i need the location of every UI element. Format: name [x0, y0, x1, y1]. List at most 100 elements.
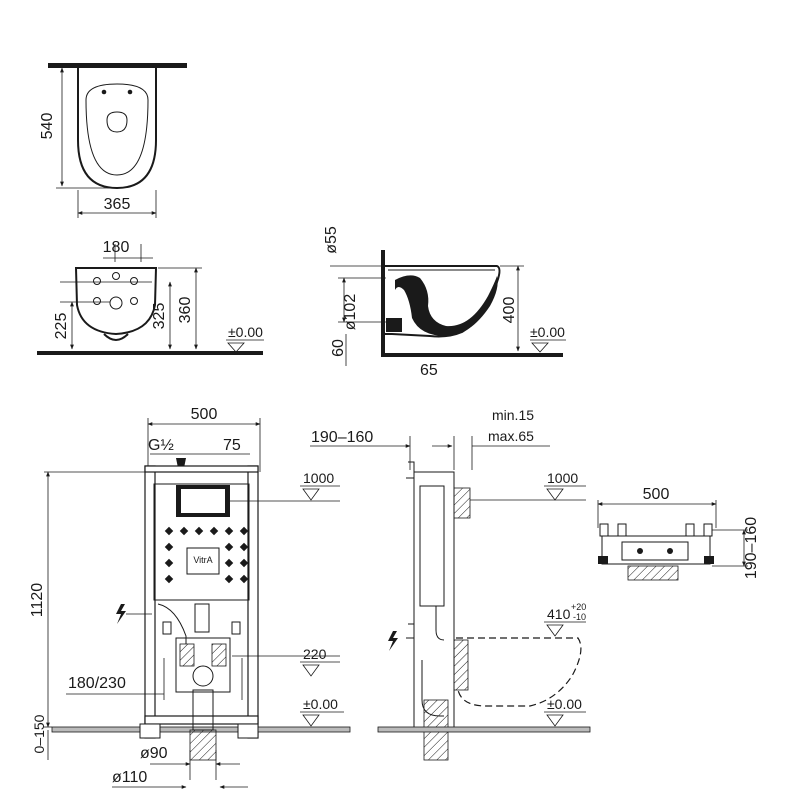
- min-label: min.15: [492, 407, 534, 423]
- top-view-depth-label: 540: [39, 113, 56, 140]
- front-view: 180 225 325 360 ±0.00: [37, 239, 264, 355]
- frame-foot-right: [237, 723, 259, 739]
- frame-side-drain-box: [453, 639, 469, 691]
- frame-floor-label: ±0.00: [303, 696, 338, 712]
- front-view-hole-b: [130, 277, 138, 285]
- side-view-offset-label: 65: [420, 362, 438, 379]
- front-view-floor: [37, 351, 263, 355]
- seat-height-plus: +20: [571, 602, 586, 612]
- fixing-width-label: 180/230: [68, 675, 126, 692]
- floor-level-marker: [227, 342, 245, 353]
- flush-plate-inner: [181, 489, 225, 513]
- front-view-hole-e: [93, 297, 101, 305]
- cistern-brand: VitrA: [193, 555, 212, 565]
- side-view-trapway: [395, 275, 498, 336]
- frame-side-electric-icon: [388, 631, 398, 651]
- cistern-body: [153, 483, 250, 601]
- front-view-hole-f: [130, 297, 138, 305]
- bracket-width-label: 500: [643, 486, 670, 503]
- dia110-label: ø110: [112, 769, 147, 786]
- cistern-rib: [224, 526, 234, 536]
- side-view-wall: [381, 250, 385, 356]
- cistern-rib: [164, 542, 174, 552]
- flush-height-marker: [302, 488, 320, 501]
- seat-height-marker: [546, 624, 564, 637]
- flush-plate-box: [453, 487, 471, 519]
- frame-side-cistern: [419, 485, 445, 607]
- front-view-bowl-foot: [103, 333, 129, 341]
- frame-top-rail: [144, 465, 259, 473]
- bracket-post-3: [685, 523, 695, 537]
- front-view-hole-d: [109, 296, 123, 310]
- frame-bottom-rail: [144, 715, 259, 725]
- cistern-rib: [239, 526, 249, 536]
- side-view-floor-label: ±0.00: [530, 324, 565, 340]
- bracket-body: [601, 535, 711, 565]
- cistern-rib: [179, 526, 189, 536]
- seat-height-base: 410: [547, 606, 571, 622]
- bracket-hole-left: [637, 548, 643, 554]
- drain-outlet: [192, 665, 214, 687]
- drain-height-label: 220: [303, 646, 327, 662]
- bracket-view: 500 190–160: [597, 486, 760, 581]
- cistern-service-window: [186, 547, 220, 575]
- cistern-rib: [224, 574, 234, 584]
- frame-side-view: 190–160 min.15 max.65 1000 410 +20 -10 ±…: [310, 407, 591, 761]
- top-view: 540 365: [39, 63, 187, 218]
- frame-side-top-bracket: [406, 461, 415, 479]
- front-view-lower-label: 225: [53, 313, 70, 340]
- cistern-rib: [239, 558, 249, 568]
- top-view-fixing-hole-right: [127, 89, 133, 95]
- wall-range-label: 190–160: [311, 429, 373, 446]
- drain-grill-left: [179, 643, 195, 667]
- dia90-label: ø90: [140, 745, 168, 762]
- connector-block: [194, 603, 210, 633]
- front-view-hole-c: [112, 272, 120, 280]
- cistern-rib: [164, 558, 174, 568]
- bracket-post-2: [617, 523, 627, 537]
- support-bracket-left: [162, 621, 172, 635]
- top-view-fixing-hole-left: [101, 89, 107, 95]
- toilet-outline-dashed: [456, 637, 582, 707]
- cistern-rib: [194, 526, 204, 536]
- cistern-rib: [164, 574, 174, 584]
- side-flush-height-label: 1000: [547, 470, 578, 486]
- front-view-center-label: 180: [103, 239, 130, 256]
- side-view-height-label: 400: [501, 297, 518, 324]
- frame-foot-left: [139, 723, 161, 739]
- flush-plate-height-label: 1000: [303, 470, 334, 486]
- bracket-hole-right: [667, 548, 673, 554]
- cistern-rib: [239, 542, 249, 552]
- side-view-outlet-label: ø102: [342, 294, 359, 331]
- frame-front-view: 500 G½ 75 VitrA 1000: [29, 406, 351, 789]
- frame-width-label: 500: [191, 406, 218, 423]
- flush-pipe: [157, 603, 187, 644]
- front-view-upper-label: 325: [151, 303, 168, 330]
- bracket-post-1: [599, 523, 609, 537]
- drain-grill-right: [211, 643, 227, 667]
- bracket-foot-left: [598, 556, 608, 564]
- water-inlet-label: G½: [148, 437, 174, 454]
- side-view-floor: [381, 353, 563, 357]
- drain-pipe-lower: [189, 729, 217, 761]
- side-floor-level-marker: [546, 714, 564, 727]
- bracket-grill: [627, 565, 679, 581]
- side-view-bottom-label: 60: [330, 339, 347, 357]
- seat-height-minus: -10: [573, 612, 586, 622]
- max-label: max.65: [488, 428, 534, 444]
- electric-icon: [116, 604, 126, 624]
- side-view-inlet-label: ø55: [323, 226, 340, 254]
- frame-side-pipe: [435, 606, 445, 641]
- side-floor-level-label: ±0.00: [547, 696, 582, 712]
- bracket-range-label: 190–160: [743, 517, 760, 579]
- inlet-offset-label: 75: [223, 437, 241, 454]
- top-view-bowl-outline: [77, 68, 157, 190]
- cistern-rib: [239, 574, 249, 584]
- drain-housing: [175, 637, 231, 693]
- top-view-width-label: 365: [104, 196, 131, 213]
- side-view: ø55 ø102 60 400 ±0.00 65: [323, 226, 566, 379]
- front-view-bowl: [74, 267, 158, 336]
- drain-height-marker: [302, 664, 320, 677]
- front-view-height-label: 360: [177, 297, 194, 324]
